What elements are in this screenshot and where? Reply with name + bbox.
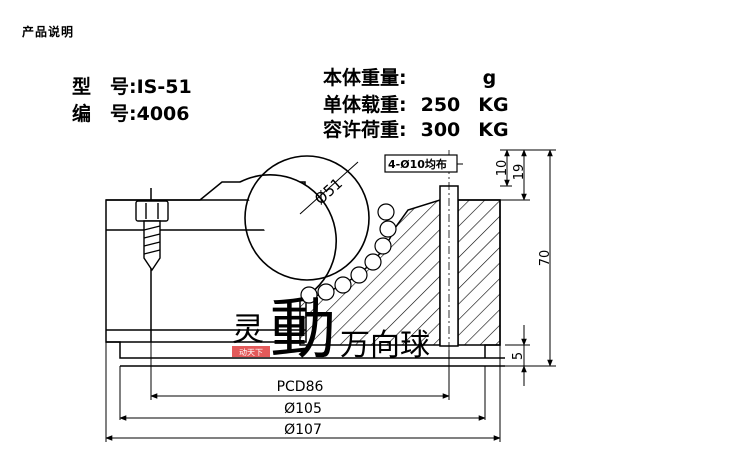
dim-70: 70 [538, 250, 553, 267]
single-load-label: 单体载重: [323, 94, 407, 116]
model-label: 型 号: [72, 76, 137, 98]
code-label: 编 号: [72, 103, 137, 125]
dim-19: 19 [512, 164, 527, 181]
spec-single-load: 单体载重: 250 KG [323, 90, 509, 117]
allow-load-unit: KG [478, 119, 509, 141]
dim-10: 10 [495, 160, 510, 177]
watermark: 灵 動 万向球 动天下 [232, 291, 430, 368]
weight-value: g [482, 67, 497, 89]
screw [135, 200, 169, 272]
main-ball [239, 174, 337, 301]
dim-pcd: PCD86 [277, 379, 324, 395]
allow-load-value: 300 [420, 119, 461, 141]
single-load-unit: KG [478, 94, 509, 116]
ball-dia-leader [299, 161, 359, 215]
watermark-char2: 動 [270, 291, 336, 368]
watermark-badge: 动天下 [239, 347, 263, 357]
dim-107: Ø107 [284, 422, 322, 438]
bearing-balls [300, 203, 397, 304]
model-value: IS-51 [136, 76, 192, 98]
spec-code: 编 号:4006 [72, 99, 190, 126]
dim-5: 5 [511, 352, 526, 360]
main-ball-outline [244, 155, 370, 281]
watermark-badge-box [232, 346, 270, 357]
base-outline [106, 341, 505, 359]
watermark-text: 万向球 [340, 328, 430, 363]
watermark-char1: 灵 [232, 310, 264, 348]
hatched-right [457, 199, 501, 346]
allow-load-label: 容许荷重: [323, 119, 407, 141]
dim-105: Ø105 [284, 401, 322, 417]
spec-weight: 本体重量: g [323, 63, 496, 90]
code-value: 4006 [136, 103, 190, 125]
single-load-value: 250 [420, 94, 461, 116]
page-header: 产品说明 [22, 25, 75, 39]
spec-allow-load: 容许荷重: 300 KG [323, 115, 509, 142]
right-dimensions [500, 149, 556, 386]
holes-callout: 4-Ø10均布 [388, 157, 447, 171]
bottom-dimensions [105, 342, 501, 442]
weight-label: 本体重量: [323, 67, 407, 89]
spec-model: 型 号:IS-51 [72, 72, 192, 99]
